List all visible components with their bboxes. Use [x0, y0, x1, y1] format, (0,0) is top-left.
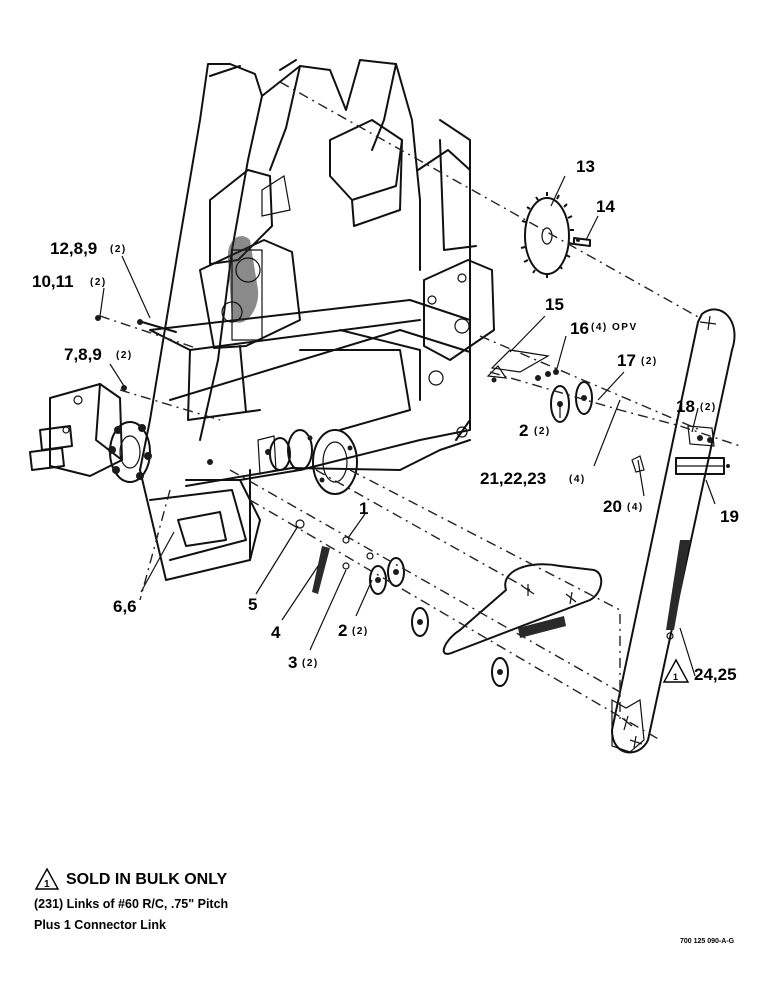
drive-sprocket-assembly: [257, 429, 358, 495]
callout-16: 16: [570, 319, 589, 338]
callout-18-qty: (2): [700, 402, 717, 413]
center-lines: [99, 81, 741, 741]
callout-3: 3: [288, 653, 297, 672]
callout-2-upper-qty: (2): [534, 426, 551, 437]
callout-5: 5: [248, 595, 257, 614]
callout-12-8-9-qty: (2): [110, 244, 127, 255]
callout-15: 15: [545, 295, 564, 314]
callout-17: 17: [617, 351, 636, 370]
callout-24-25-triangle-icon: 1: [662, 658, 690, 683]
callout-4: 4: [271, 623, 281, 642]
callout-2-upper: 2: [519, 421, 528, 440]
drawing-number: 700 125 090-A-G: [680, 938, 735, 945]
callout-13: 13: [576, 157, 595, 176]
callout-17-qty: (2): [641, 356, 658, 367]
note-triangle-mark: 1: [44, 879, 50, 890]
note-title: SOLD IN BULK ONLY: [66, 871, 228, 888]
sprocket-13: [520, 192, 574, 278]
main-frame: [139, 59, 495, 581]
callout-20: 20: [603, 497, 622, 516]
callout-3-qty: (2): [302, 658, 319, 669]
callout-21-22-23-qty: (4): [569, 474, 586, 485]
leader-lines: [99, 175, 716, 677]
callout-7-8-9-qty: (2): [116, 350, 133, 361]
callout-19: 19: [720, 507, 739, 526]
callout-14: 14: [596, 197, 615, 216]
callout-18: 18: [676, 397, 695, 416]
note-line-2: Plus 1 Connector Link: [34, 918, 166, 932]
callout-7-8-9: 7,8,9: [64, 345, 102, 364]
callout-2-lower-qty: (2): [352, 626, 369, 637]
svg-text:1: 1: [673, 672, 678, 682]
callout-20-qty: (4): [627, 502, 644, 513]
callout-16-qty: (4) OPV: [591, 322, 638, 333]
callout-12-8-9: 12,8,9: [50, 239, 97, 258]
callout-2-lower: 2: [338, 621, 347, 640]
note-line-1: (231) Links of #60 R/C, .75" Pitch: [34, 897, 229, 911]
key-14: [573, 237, 591, 247]
callout-10-11-qty: (2): [90, 277, 107, 288]
callout-1: 1: [359, 499, 368, 518]
callout-21-22-23: 21,22,23: [480, 469, 546, 488]
lower-sprockets: [295, 519, 509, 687]
upper-chain-drive: [221, 175, 291, 341]
chain-loop-24-25: [611, 308, 736, 754]
callout-6-6: 6,6: [113, 597, 137, 616]
lower-chain-loop: [442, 563, 645, 753]
callout-10-11: 10,11: [32, 272, 74, 291]
callout-24-25: 24,25: [694, 665, 737, 684]
fasteners: [95, 238, 580, 465]
bracket-19: [631, 425, 730, 475]
callout-labels: 13 14 12,8,9 (2) 10,11 (2) 15 16 (4) OPV…: [32, 157, 739, 684]
note-triangle-icon: 1: [34, 867, 60, 890]
gearbox: [29, 383, 152, 483]
